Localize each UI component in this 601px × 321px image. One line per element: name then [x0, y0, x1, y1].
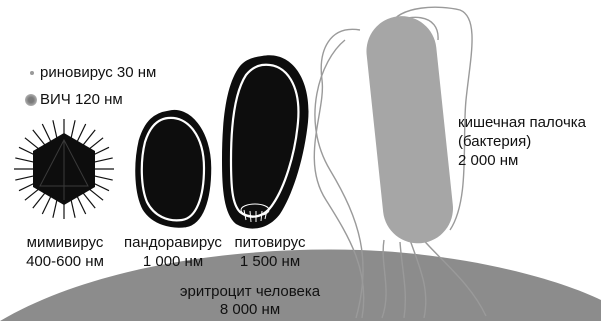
mimivirus-name: мимивирус: [5, 234, 125, 252]
ecoli-body: [363, 13, 456, 247]
rhinovirus-label: риновирус 30 нм: [40, 64, 156, 82]
mimivirus-fiber: [33, 130, 46, 146]
hiv-dot: [25, 94, 37, 106]
mimivirus-fiber: [53, 120, 57, 140]
mimivirus-size: 400-600 нм: [5, 253, 125, 271]
mimivirus-fiber: [83, 193, 96, 209]
mimivirus-fiber: [77, 124, 86, 142]
pithovirus-name: питовирус: [222, 234, 318, 252]
hiv-label: ВИЧ 120 нм: [40, 91, 123, 109]
mimivirus-fiber: [77, 196, 86, 214]
ecoli-size: 2 000 нм: [458, 152, 518, 170]
pandoravirus-shape: [135, 109, 212, 228]
mimivirus-fiber: [42, 124, 51, 142]
ecoli-label-line1: кишечная палочка: [458, 114, 586, 132]
ecoli-label-line2: (бактерия): [458, 133, 531, 151]
rhinovirus-dot: [30, 71, 34, 75]
pandoravirus-name: пандоравирус: [116, 234, 230, 252]
mimivirus-fiber: [71, 120, 75, 140]
mimivirus-fiber: [15, 176, 35, 180]
mimivirus-fiber: [93, 176, 113, 180]
pithovirus-size: 1 500 нм: [222, 253, 318, 271]
mimivirus-fiber: [33, 193, 46, 209]
erythrocyte-size: 8 000 нм: [150, 301, 350, 319]
mimivirus-fiber: [42, 196, 51, 214]
mimivirus-fiber: [15, 158, 35, 162]
pandoravirus-size: 1 000 нм: [116, 253, 230, 271]
erythrocyte-name: эритроцит человека: [150, 283, 350, 301]
mimivirus-fiber: [83, 130, 96, 146]
mimivirus-fiber: [71, 198, 75, 218]
mimivirus-fiber: [53, 198, 57, 218]
mimivirus-fiber: [93, 158, 113, 162]
